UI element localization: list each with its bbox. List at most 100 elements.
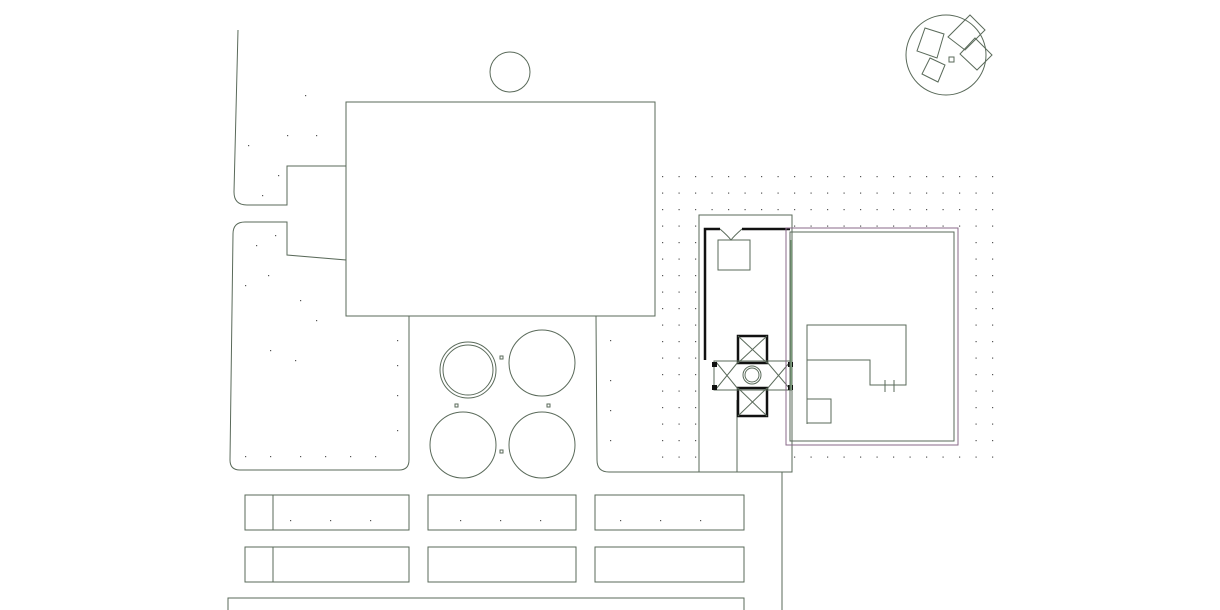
grid-dot xyxy=(777,209,779,211)
grid-dot xyxy=(662,242,664,244)
grid-dot xyxy=(695,423,697,425)
lawn-dot xyxy=(248,145,250,147)
grid-dot xyxy=(959,456,961,458)
grid-dot xyxy=(794,225,796,227)
lawn-dot xyxy=(278,175,280,177)
grid-dot xyxy=(678,275,680,277)
grid-dot xyxy=(711,209,713,211)
grid-dot xyxy=(975,275,977,277)
lawn-dot xyxy=(610,380,612,382)
grid-dot xyxy=(959,176,961,178)
grid-dot xyxy=(744,176,746,178)
grid-dot xyxy=(662,275,664,277)
grid-dot xyxy=(843,192,845,194)
grid-dot xyxy=(678,341,680,343)
grid-dot xyxy=(662,192,664,194)
grid-dot xyxy=(794,176,796,178)
entry-door xyxy=(719,228,743,241)
lawn-dot xyxy=(316,135,318,137)
grid-dot xyxy=(678,225,680,227)
grid-dot xyxy=(810,225,812,227)
grid-dot xyxy=(678,291,680,293)
lawn-dot xyxy=(620,520,622,522)
grid-dot xyxy=(942,176,944,178)
grid-dot xyxy=(662,390,664,392)
grid-dot xyxy=(728,192,730,194)
dotted-field xyxy=(662,176,994,458)
grid-dot xyxy=(926,192,928,194)
entry-room xyxy=(717,239,751,271)
grid-dot xyxy=(975,324,977,326)
grid-dot xyxy=(860,456,862,458)
grid-dot xyxy=(662,291,664,293)
grid-dot xyxy=(810,209,812,211)
grid-dot xyxy=(695,192,697,194)
parking-rows xyxy=(227,494,745,610)
lawn-dots xyxy=(245,95,702,522)
gate-marks xyxy=(884,380,895,392)
grid-dot xyxy=(942,192,944,194)
grid-dot xyxy=(678,390,680,392)
grid-dot xyxy=(942,225,944,227)
grid-dot xyxy=(992,440,994,442)
grid-dot xyxy=(992,291,994,293)
circular-tanks xyxy=(429,329,576,479)
grid-dot xyxy=(662,308,664,310)
lawn-dot xyxy=(375,456,377,458)
grid-dot xyxy=(992,308,994,310)
grid-dot xyxy=(695,440,697,442)
grid-dot xyxy=(992,390,994,392)
lawn-dot xyxy=(610,410,612,412)
grid-dot xyxy=(678,423,680,425)
grid-dot xyxy=(678,374,680,376)
lawn-dot xyxy=(300,300,302,302)
grid-dot xyxy=(678,357,680,359)
lawn-dot xyxy=(262,195,264,197)
grid-dot xyxy=(992,176,994,178)
grid-dot xyxy=(893,176,895,178)
lawn-dot xyxy=(300,456,302,458)
grid-dot xyxy=(695,275,697,277)
grid-dot xyxy=(860,209,862,211)
grid-dot xyxy=(876,209,878,211)
grid-dot xyxy=(695,209,697,211)
grid-dot xyxy=(893,192,895,194)
grid-dot xyxy=(678,324,680,326)
grid-dot xyxy=(761,192,763,194)
grid-dot xyxy=(695,456,697,458)
lawn-dot xyxy=(660,520,662,522)
lawn-dot xyxy=(700,520,702,522)
grid-dot xyxy=(909,192,911,194)
grid-dot xyxy=(678,242,680,244)
lawn-dot xyxy=(305,95,307,97)
lawn-dot xyxy=(268,275,270,277)
lawn-dot xyxy=(610,440,612,442)
grid-dot xyxy=(992,374,994,376)
grid-dot xyxy=(728,176,730,178)
grid-dot xyxy=(695,308,697,310)
grid-dot xyxy=(975,258,977,260)
grid-dot xyxy=(695,407,697,409)
grid-dot xyxy=(975,341,977,343)
grid-dot xyxy=(843,176,845,178)
grid-dot xyxy=(975,440,977,442)
grid-dot xyxy=(695,390,697,392)
grid-dot xyxy=(959,209,961,211)
grid-dot xyxy=(695,258,697,260)
grid-dot xyxy=(959,192,961,194)
grid-dot xyxy=(942,456,944,458)
grid-dot xyxy=(662,225,664,227)
grid-dot xyxy=(695,225,697,227)
grid-dot xyxy=(662,258,664,260)
grid-dot xyxy=(777,176,779,178)
grid-dot xyxy=(860,192,862,194)
lawn-dot xyxy=(397,395,399,397)
grid-dot xyxy=(992,275,994,277)
lawn-dot xyxy=(245,285,247,287)
grid-dot xyxy=(975,242,977,244)
lawn-dot xyxy=(540,520,542,522)
grid-dot xyxy=(975,209,977,211)
grid-dot xyxy=(662,423,664,425)
grid-dot xyxy=(662,209,664,211)
grid-dot xyxy=(662,440,664,442)
